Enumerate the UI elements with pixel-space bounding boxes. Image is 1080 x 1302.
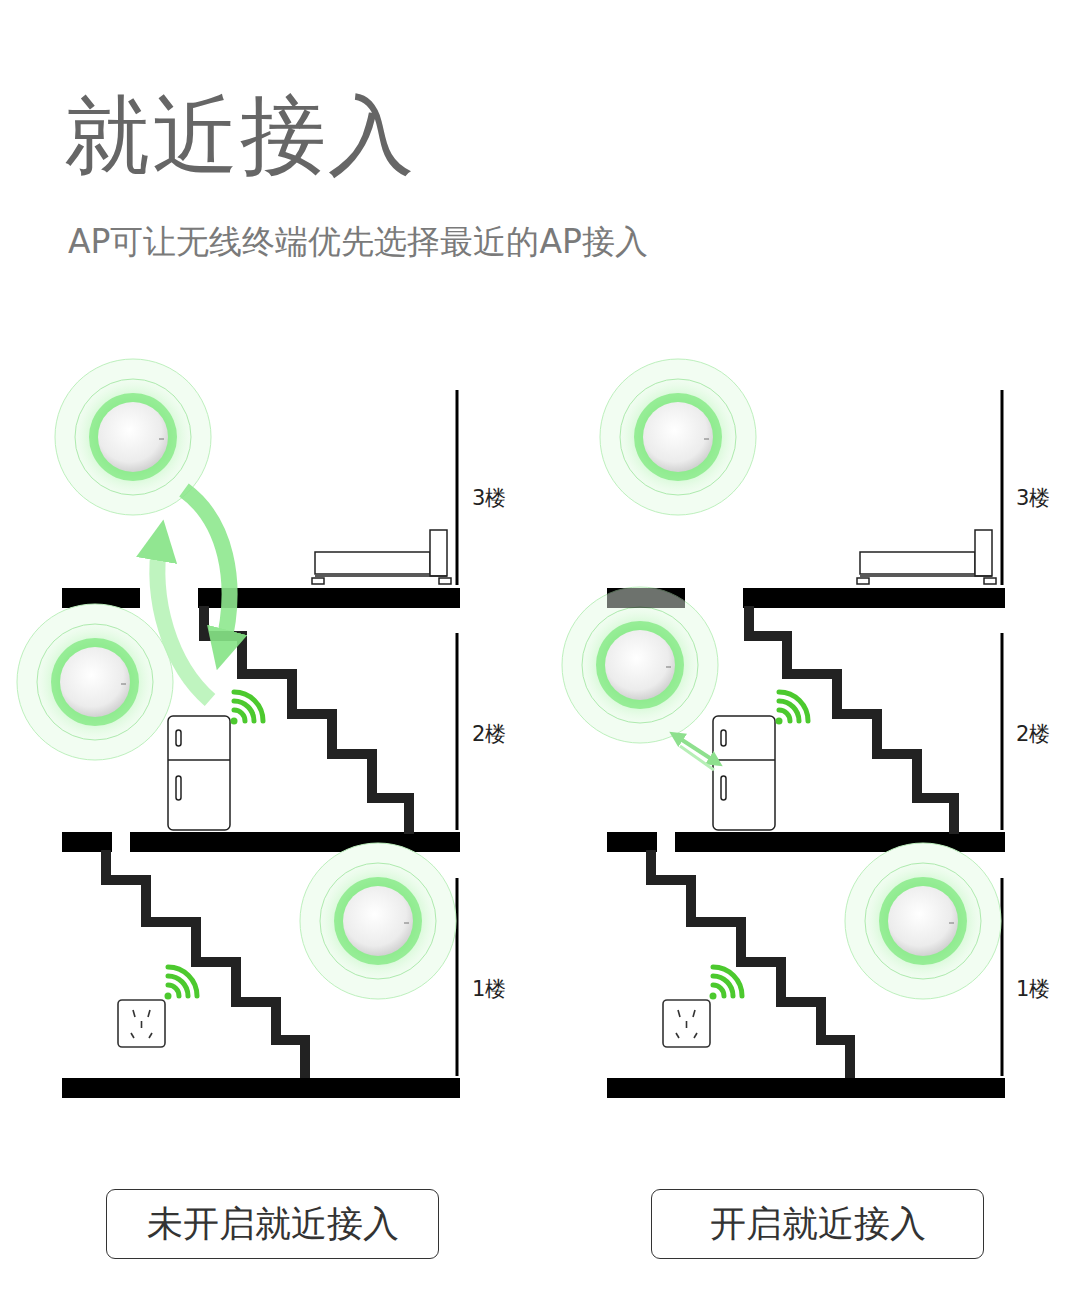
floor-label: 1楼 xyxy=(1016,975,1050,1003)
floor-label: 1楼 xyxy=(472,975,506,1003)
option-box: 未开启就近接入 xyxy=(106,1189,439,1259)
box-text: 开启就近接入 xyxy=(710,1200,926,1249)
box-text: 未开启就近接入 xyxy=(147,1200,399,1249)
floor-label: 3楼 xyxy=(472,484,506,512)
floor-label: 2楼 xyxy=(472,720,506,748)
subtitle: AP可让无线终端优先选择最近的AP接入 xyxy=(68,220,648,265)
option-box: 开启就近接入 xyxy=(651,1189,984,1259)
floor-label: 3楼 xyxy=(1016,484,1050,512)
floor-label: 2楼 xyxy=(1016,720,1050,748)
page-title: 就近接入 xyxy=(64,78,416,195)
